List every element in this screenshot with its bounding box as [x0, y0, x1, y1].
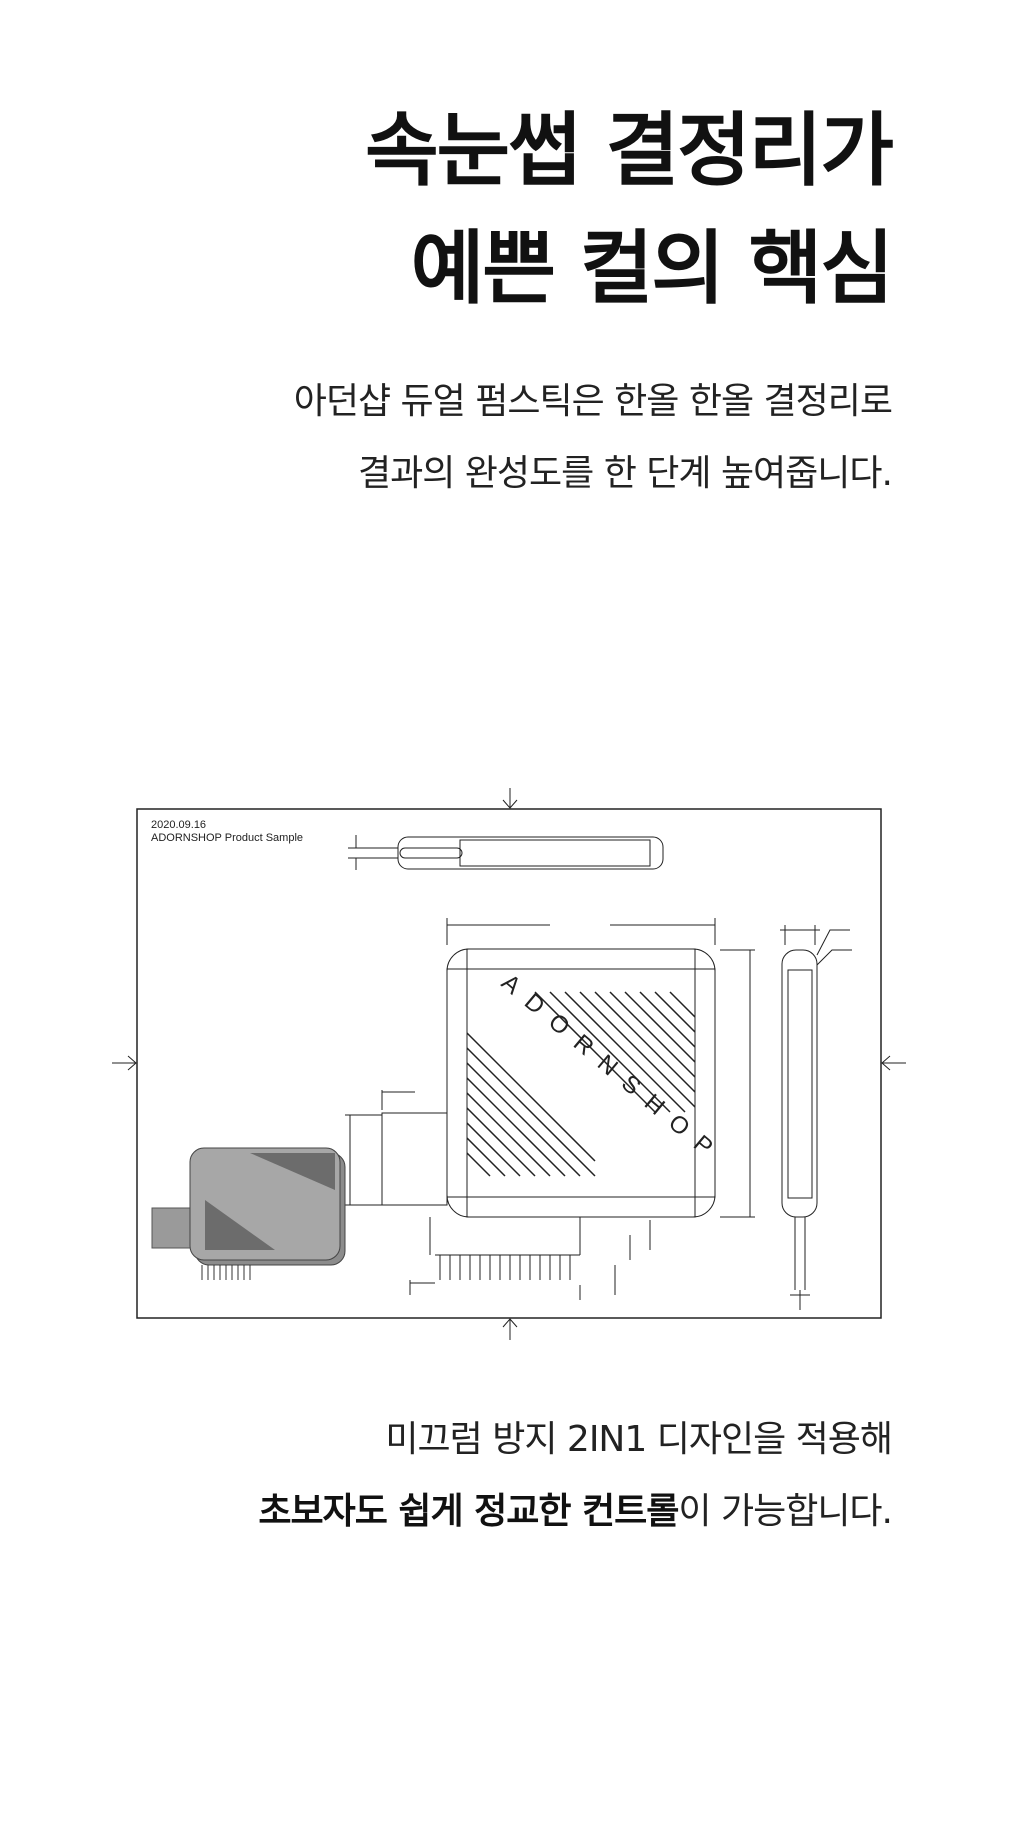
feature-line1: 미끄럼 방지 2IN1 디자인을 적용해 [385, 1419, 893, 1460]
top-view [348, 835, 664, 870]
drawing-brand: ADORNSHOP [496, 969, 728, 1170]
drawing-date: 2020.09.16 [151, 819, 206, 831]
front-view [345, 918, 755, 1255]
headline: 속눈썹 결정리가 예쁜 컬의 핵심 [364, 92, 894, 328]
product-render [151, 1147, 346, 1280]
drawing-caption: ADORNSHOP Product Sample [151, 832, 303, 844]
intro-text: 아던샵 듀얼 펌스틱은 한올 한올 결정리로 결과의 완성도를 한 단계 높여줍… [293, 366, 893, 510]
arrow-left-icon [112, 1055, 137, 1071]
intro-line1: 아던샵 듀얼 펌스틱은 한올 한올 결정리로 [293, 381, 893, 422]
drawing-frame [136, 808, 882, 1319]
feature-line2-bold: 초보자도 쉽게 정교한 컨트롤 [258, 1491, 679, 1532]
front-view-stripes [466, 991, 696, 1177]
side-view [780, 925, 852, 1310]
feature-line2-rest: 이 가능합니다. [678, 1491, 893, 1532]
feature-text: 미끄럼 방지 2IN1 디자인을 적용해 초보자도 쉽게 정교한 컨트롤이 가능… [258, 1404, 893, 1548]
comb-teeth [409, 1220, 651, 1300]
headline-line1: 속눈썹 결정리가 [364, 104, 894, 197]
arrow-bottom-icon [502, 1318, 518, 1340]
intro-line2: 결과의 완성도를 한 단계 높여줍니다. [357, 453, 893, 494]
arrow-right-icon [881, 1055, 906, 1071]
headline-line2: 예쁜 컬의 핵심 [410, 222, 894, 315]
arrow-top-icon [502, 788, 518, 809]
feature-line2: 초보자도 쉽게 정교한 컨트롤이 가능합니다. [258, 1476, 893, 1548]
technical-drawing: 2020.09.16 ADORNSHOP Product Sample ADOR… [112, 788, 906, 1340]
